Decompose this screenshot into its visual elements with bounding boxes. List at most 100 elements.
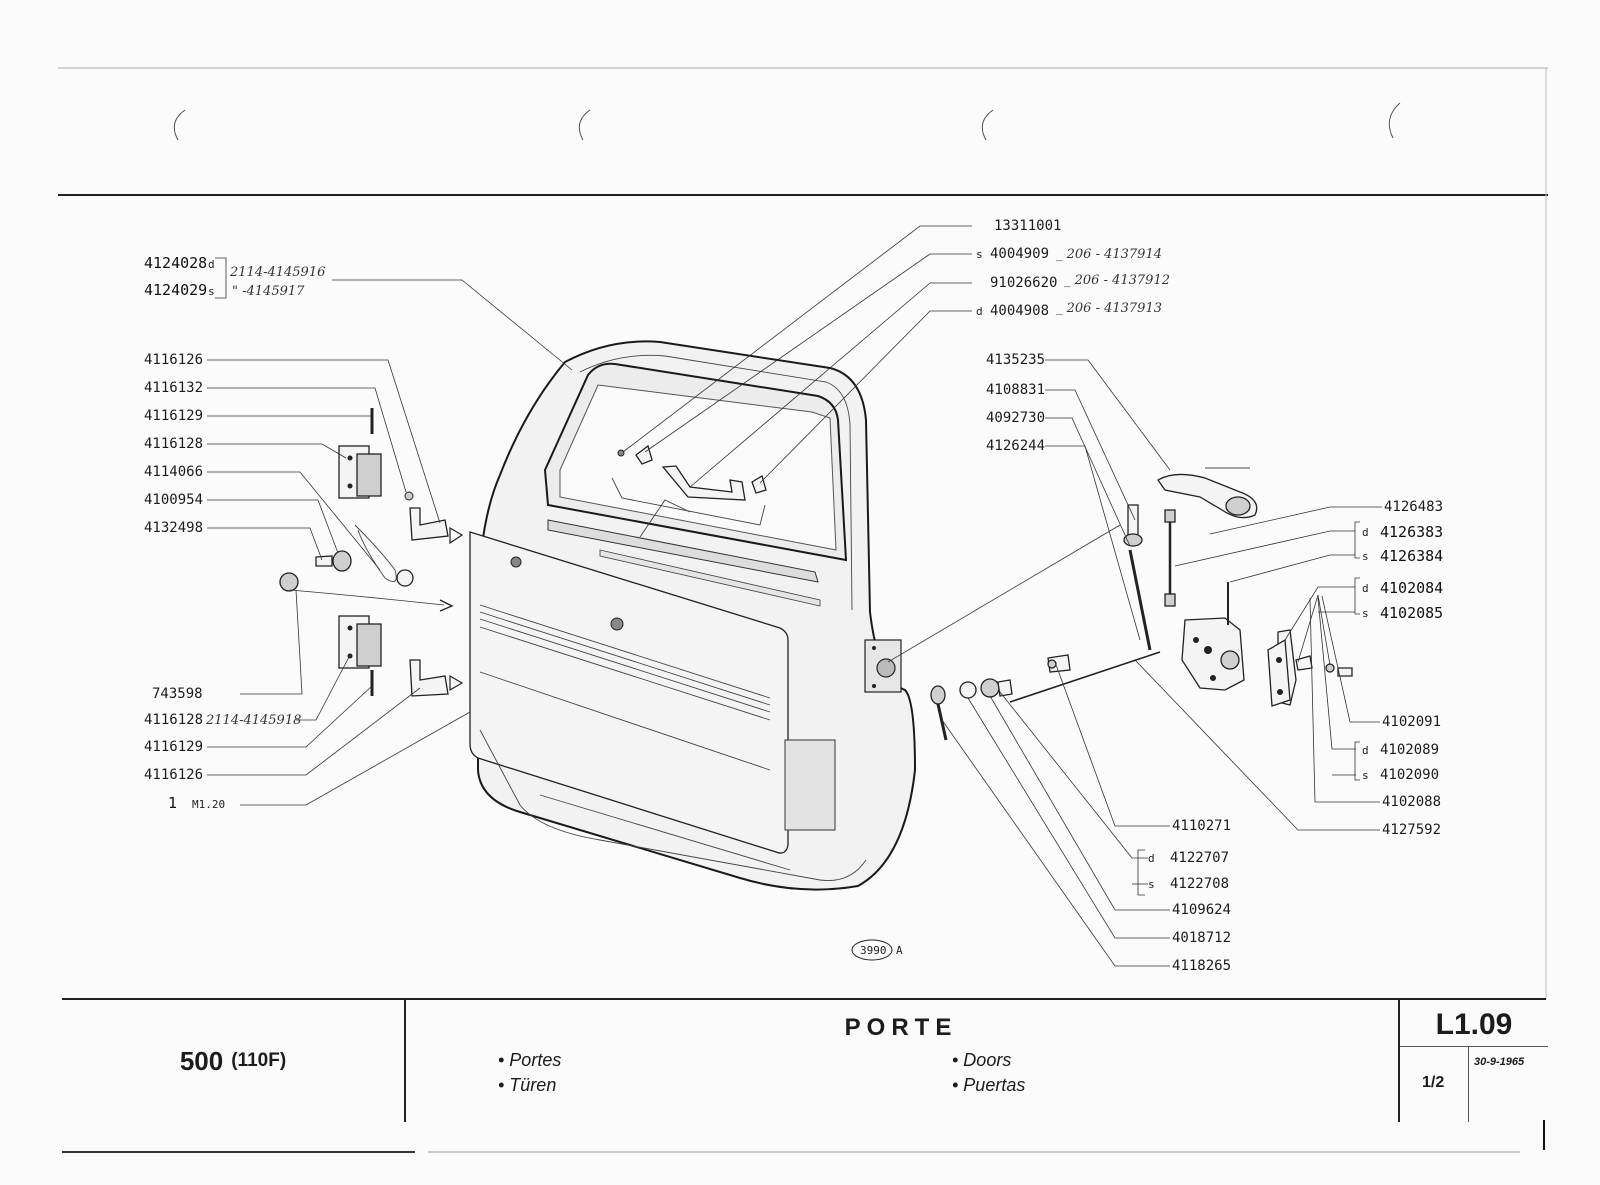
part-number: 4108831	[986, 382, 1045, 398]
part-number: 743598	[152, 686, 203, 702]
part-number: 4116129	[144, 408, 203, 424]
part-number-4124029: 4124029	[144, 281, 207, 299]
punch-hole-mark	[981, 109, 994, 141]
lock-cylinder	[930, 654, 1071, 741]
door-shell	[469, 340, 917, 891]
part-number: 4114066	[144, 464, 203, 480]
issue-date: 30-9-1965	[1474, 1056, 1525, 1068]
part-number: 4110271	[1172, 818, 1231, 834]
side-letter: s	[976, 248, 983, 261]
punch-hole-mark	[1388, 102, 1401, 139]
side-letter: d	[1362, 582, 1369, 595]
part-number: 4118265	[1172, 958, 1231, 974]
page-title: PORTE	[844, 1014, 958, 1041]
part-number: 4126483	[1384, 499, 1443, 515]
punch-hole-mark	[578, 109, 591, 141]
part-number: 4102085	[1380, 604, 1443, 622]
side-letter: d	[208, 258, 215, 271]
title-german: • Türen	[498, 1075, 557, 1095]
model-cell: 500 (110F)	[62, 1000, 406, 1122]
part-number: 4116126	[144, 767, 203, 783]
ref-quantity: 1	[168, 794, 177, 812]
part-number: 4004909	[990, 246, 1049, 262]
left-bottom-part-list: 743598 4116128 2114-4145918 4116129 4116…	[144, 686, 301, 812]
trim-panel	[469, 531, 789, 854]
part-number: 4018712	[1172, 930, 1231, 946]
leader-lines	[207, 225, 1382, 967]
side-letter: s	[1362, 550, 1369, 563]
sheet-divider	[1468, 1046, 1469, 1122]
part-number: 4132498	[144, 520, 203, 536]
part-number: 4116132	[144, 380, 203, 396]
striker-plate	[1267, 629, 1353, 707]
part-number: 4100954	[144, 492, 203, 508]
title-english: • Doors	[952, 1050, 1012, 1070]
part-number: 4126244	[986, 438, 1045, 454]
side-letter: s	[1362, 769, 1369, 782]
check-strap	[279, 524, 454, 612]
belt-strip	[599, 549, 821, 607]
part-number: 4109624	[1172, 902, 1231, 918]
side-letter: s	[1362, 607, 1369, 620]
part-number: 4102088	[1382, 794, 1441, 810]
mid-part-list: 4135235 4108831 4092730 4126244	[986, 352, 1045, 454]
door-latch	[1181, 582, 1245, 691]
upper-hinge	[338, 408, 464, 545]
part-number: 4122707	[1170, 850, 1229, 866]
punch-hole-mark	[173, 109, 186, 141]
ref-code: M1.20	[192, 798, 225, 811]
code-cell: L1.09 30-9-1965 1/2	[1398, 1000, 1548, 1122]
part-number-4124028: 4124028	[144, 254, 207, 272]
bottom-part-list: 4110271 d 4122707 s 4122708 4109624 4018…	[1148, 818, 1231, 974]
page-code: L1.09	[1435, 1008, 1513, 1041]
part-number: 4102091	[1382, 714, 1441, 730]
drawing-number: 3990	[860, 944, 887, 957]
handwritten-note: 2114-4145918	[205, 713, 301, 728]
title-block: 500 (110F) PORTE • Portes • Türen • Door…	[62, 998, 1548, 1122]
part-number: 4126383	[1380, 523, 1443, 541]
part-number: 4116128	[144, 712, 203, 728]
remote-control-rod	[1009, 504, 1176, 703]
handwritten-note: _ 206 - 4137912	[1064, 273, 1170, 288]
inside-handle	[1157, 467, 1258, 519]
code-divider	[1400, 1046, 1548, 1047]
part-number: 4122708	[1170, 876, 1229, 892]
part-number: 4116126	[144, 352, 203, 368]
lower-hinge	[338, 615, 464, 697]
part-number: 91026620	[990, 275, 1057, 291]
side-letter: d	[1148, 852, 1155, 865]
top-part-list: 13311001 s 4004909 _ 206 - 4137914 91026…	[976, 218, 1170, 319]
part-number: 4135235	[986, 352, 1045, 368]
window-glass	[559, 384, 837, 551]
part-number: 4116128	[144, 436, 203, 452]
part-number: 4126384	[1380, 547, 1443, 565]
part-number: 4102090	[1380, 767, 1439, 783]
part-number: 4102084	[1380, 579, 1443, 597]
title-cell: PORTE • Portes • Türen • Doors • Puertas	[406, 1000, 1396, 1122]
handwritten-note: _ 206 - 4137914	[1056, 247, 1162, 262]
side-letter: d	[1362, 526, 1369, 539]
drawing-reference: 3990 A	[851, 939, 903, 961]
part-number: 4116129	[144, 739, 203, 755]
side-letter: d	[976, 305, 983, 318]
side-letter: d	[1362, 744, 1369, 757]
side-brackets	[215, 257, 1360, 896]
belt-strip	[547, 519, 819, 583]
part-number: 4092730	[986, 410, 1045, 426]
right-part-list: 4126483 d 4126383 s 4126384 d 4102084 s …	[1362, 499, 1443, 838]
handwritten-note: _ 206 - 4137913	[1056, 301, 1162, 316]
part-number: 4004908	[990, 303, 1049, 319]
title-french: • Portes	[498, 1050, 562, 1070]
side-letter: s	[208, 285, 215, 298]
part-number: 4127592	[1382, 822, 1441, 838]
part-number: 4102089	[1380, 742, 1439, 758]
handwritten-note: " -4145917	[232, 284, 305, 299]
left-part-list: 4116126 4116132 4116129 4116128 4114066 …	[144, 352, 203, 536]
model-code: (110F)	[231, 1050, 287, 1071]
side-letter: s	[1148, 878, 1155, 891]
sheet-number: 1/2	[1422, 1074, 1445, 1091]
title-spanish: • Puertas	[952, 1075, 1026, 1095]
model-number: 500	[179, 1045, 224, 1076]
drawing-suffix: A	[896, 944, 903, 957]
